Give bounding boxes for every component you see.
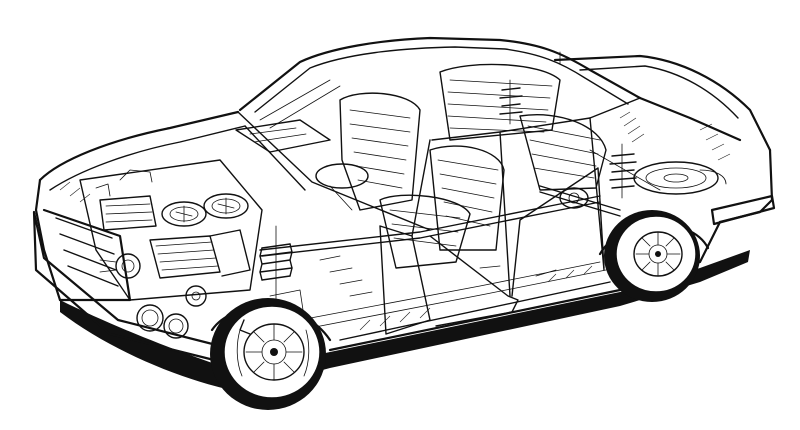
engine-bay (79, 159, 263, 307)
rear-seat (439, 63, 607, 191)
shading-hatch (59, 111, 731, 331)
rear-coil-springs (499, 79, 637, 199)
front-seats (339, 92, 505, 269)
front-coil-spring (259, 225, 293, 301)
dashboard (235, 119, 369, 211)
glasshouse (237, 51, 641, 297)
rear-wheel (604, 210, 700, 302)
spare-tire (633, 161, 727, 195)
floor-and-exhaust (269, 255, 607, 335)
doors (379, 167, 605, 335)
drivetrain (259, 149, 661, 257)
front-wheel (210, 298, 326, 410)
